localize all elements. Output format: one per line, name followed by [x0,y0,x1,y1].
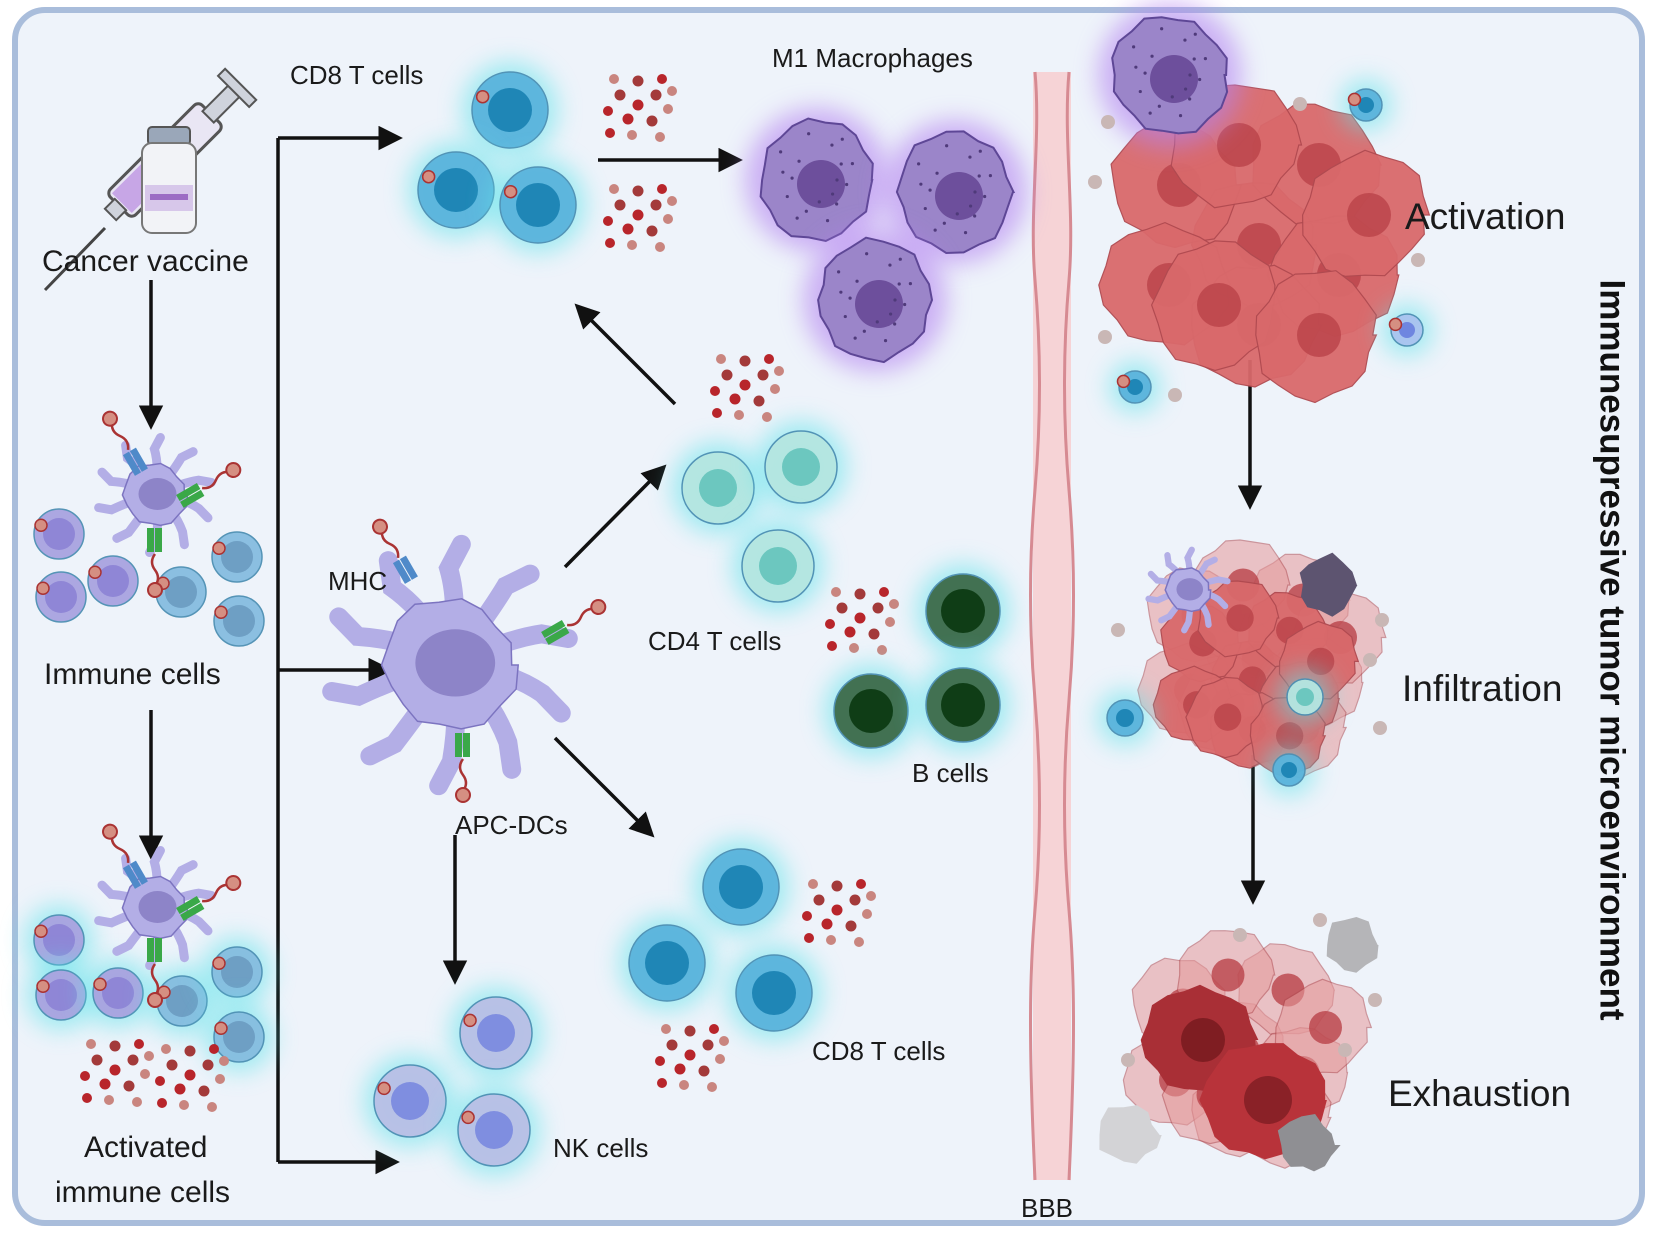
blood-brain-barrier [1029,71,1075,1181]
label-activated-line1: Activated [84,1131,208,1164]
label-infiltration: Infiltration [1402,668,1563,709]
label-apc-dcs: APC-DCs [455,810,568,840]
nk-cells-group [364,987,542,1176]
label-immune-cells: Immune cells [44,658,221,691]
label-bbb: BBB [1021,1193,1074,1223]
apc-dc-cell [322,518,607,803]
cd8-t-cells-top [408,62,677,253]
activated-immune-cells-group [24,823,274,1112]
arrows [138,125,1266,1175]
label-cancer-vaccine: Cancer vaccine [42,245,249,278]
label-cd8-bottom: CD8 T cells [812,1036,946,1066]
arrow-apc-to-cd4 [563,464,667,569]
tumor-activation [1088,3,1433,413]
label-exhaustion: Exhaustion [1388,1073,1572,1114]
label-nk-cells: NK cells [553,1133,649,1163]
label-activation: Activation [1405,196,1566,237]
cd8-t-cells-bottom [619,839,876,1092]
label-activated-line2: immune cells [55,1176,231,1209]
arrow-apc-to-cd8-bottom [553,736,655,838]
label-cd8-top: CD8 T cells [290,60,424,90]
label-cd4: CD4 T cells [648,626,782,656]
syringe-icon [43,67,258,292]
arrow-cd4-to-cd8-top [574,303,677,406]
immune-cells-group [33,410,265,647]
m1-macrophages-group [745,108,1027,372]
tumor-infiltration [1097,539,1389,796]
label-b-cells: B cells [912,758,989,788]
tumor-exhaustion [1099,913,1382,1172]
cd4-t-cells-group [672,354,899,655]
b-cells-group [824,564,1010,758]
label-mhc: MHC [328,566,388,596]
label-m1-macrophages: M1 Macrophages [772,43,973,73]
side-title: Immunesupressive tumor microenvironment [1592,279,1632,1021]
